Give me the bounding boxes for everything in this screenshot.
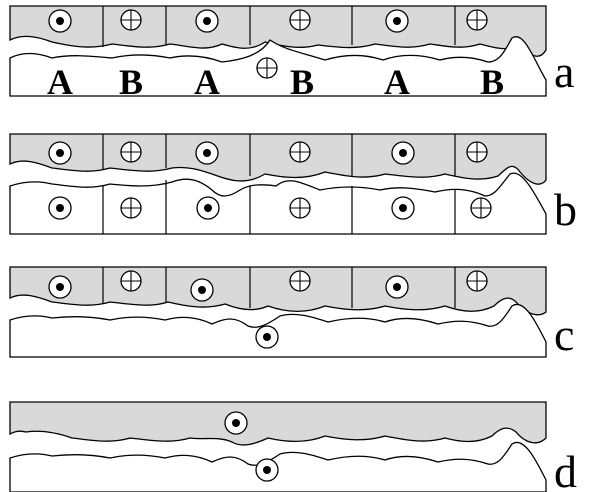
panel-a-symbol-3: [195, 9, 219, 33]
panel-c-symbol-6: [466, 270, 488, 292]
panel-a-symbol-6: [466, 9, 488, 31]
panel-a-symbol-5: [385, 9, 409, 33]
panel-a-letter: a: [554, 46, 574, 97]
panel-b-symbol-1: [48, 141, 72, 165]
panel-b-symbol-9: [196, 196, 220, 220]
panel-b-letter: b: [554, 184, 577, 235]
panel-c-symbol-5: [385, 275, 409, 299]
block-label-3: A: [194, 62, 220, 102]
panel-b-symbol-11: [391, 196, 415, 220]
panel-c-letter: c: [554, 309, 574, 360]
panel-d-upper-plate: [9, 401, 547, 446]
panel-a-symbol-1: [48, 9, 72, 33]
block-label-2: B: [119, 62, 143, 102]
panel-b-symbol-12: [470, 197, 492, 219]
panel-b-symbol-8: [120, 197, 142, 219]
panel-c-symbol-2: [120, 270, 142, 292]
panel-a: A B A B A B a: [9, 5, 574, 102]
panel-d-letter: d: [554, 446, 577, 492]
panel-a-symbol-7: [256, 57, 278, 79]
panel-d-symbol-2: [255, 458, 279, 482]
panel-c-symbol-1: [48, 275, 72, 299]
block-label-5: A: [384, 62, 410, 102]
panel-b-symbol-10: [289, 197, 311, 219]
panel-c-upper-plate: [9, 266, 547, 316]
panel-b-symbol-2: [120, 141, 142, 163]
panel-c-symbol-4: [289, 270, 311, 292]
panel-c-lower-plate: [9, 303, 547, 358]
panel-a-symbol-4: [289, 9, 311, 31]
panel-b-symbol-5: [391, 141, 415, 165]
panel-b-symbol-6: [466, 141, 488, 163]
panel-c: c: [9, 266, 574, 360]
panel-b: b: [9, 133, 577, 235]
panel-d-symbol-1: [224, 411, 248, 435]
panel-a-symbol-2: [120, 9, 142, 31]
panel-b-upper-plate: [9, 133, 547, 185]
panel-c-symbol-7: [255, 325, 279, 349]
block-label-6: B: [480, 62, 504, 102]
panel-b-symbol-4: [289, 141, 311, 163]
panel-b-symbol-3: [195, 141, 219, 165]
block-label-1: A: [47, 62, 73, 102]
panel-a-lower-plate: [9, 36, 547, 97]
block-label-4: B: [290, 62, 314, 102]
panel-c-symbol-3: [190, 278, 214, 302]
panel-b-lower-plate: [9, 172, 547, 235]
panel-d: d: [9, 401, 577, 492]
panel-b-symbol-7: [48, 196, 72, 220]
